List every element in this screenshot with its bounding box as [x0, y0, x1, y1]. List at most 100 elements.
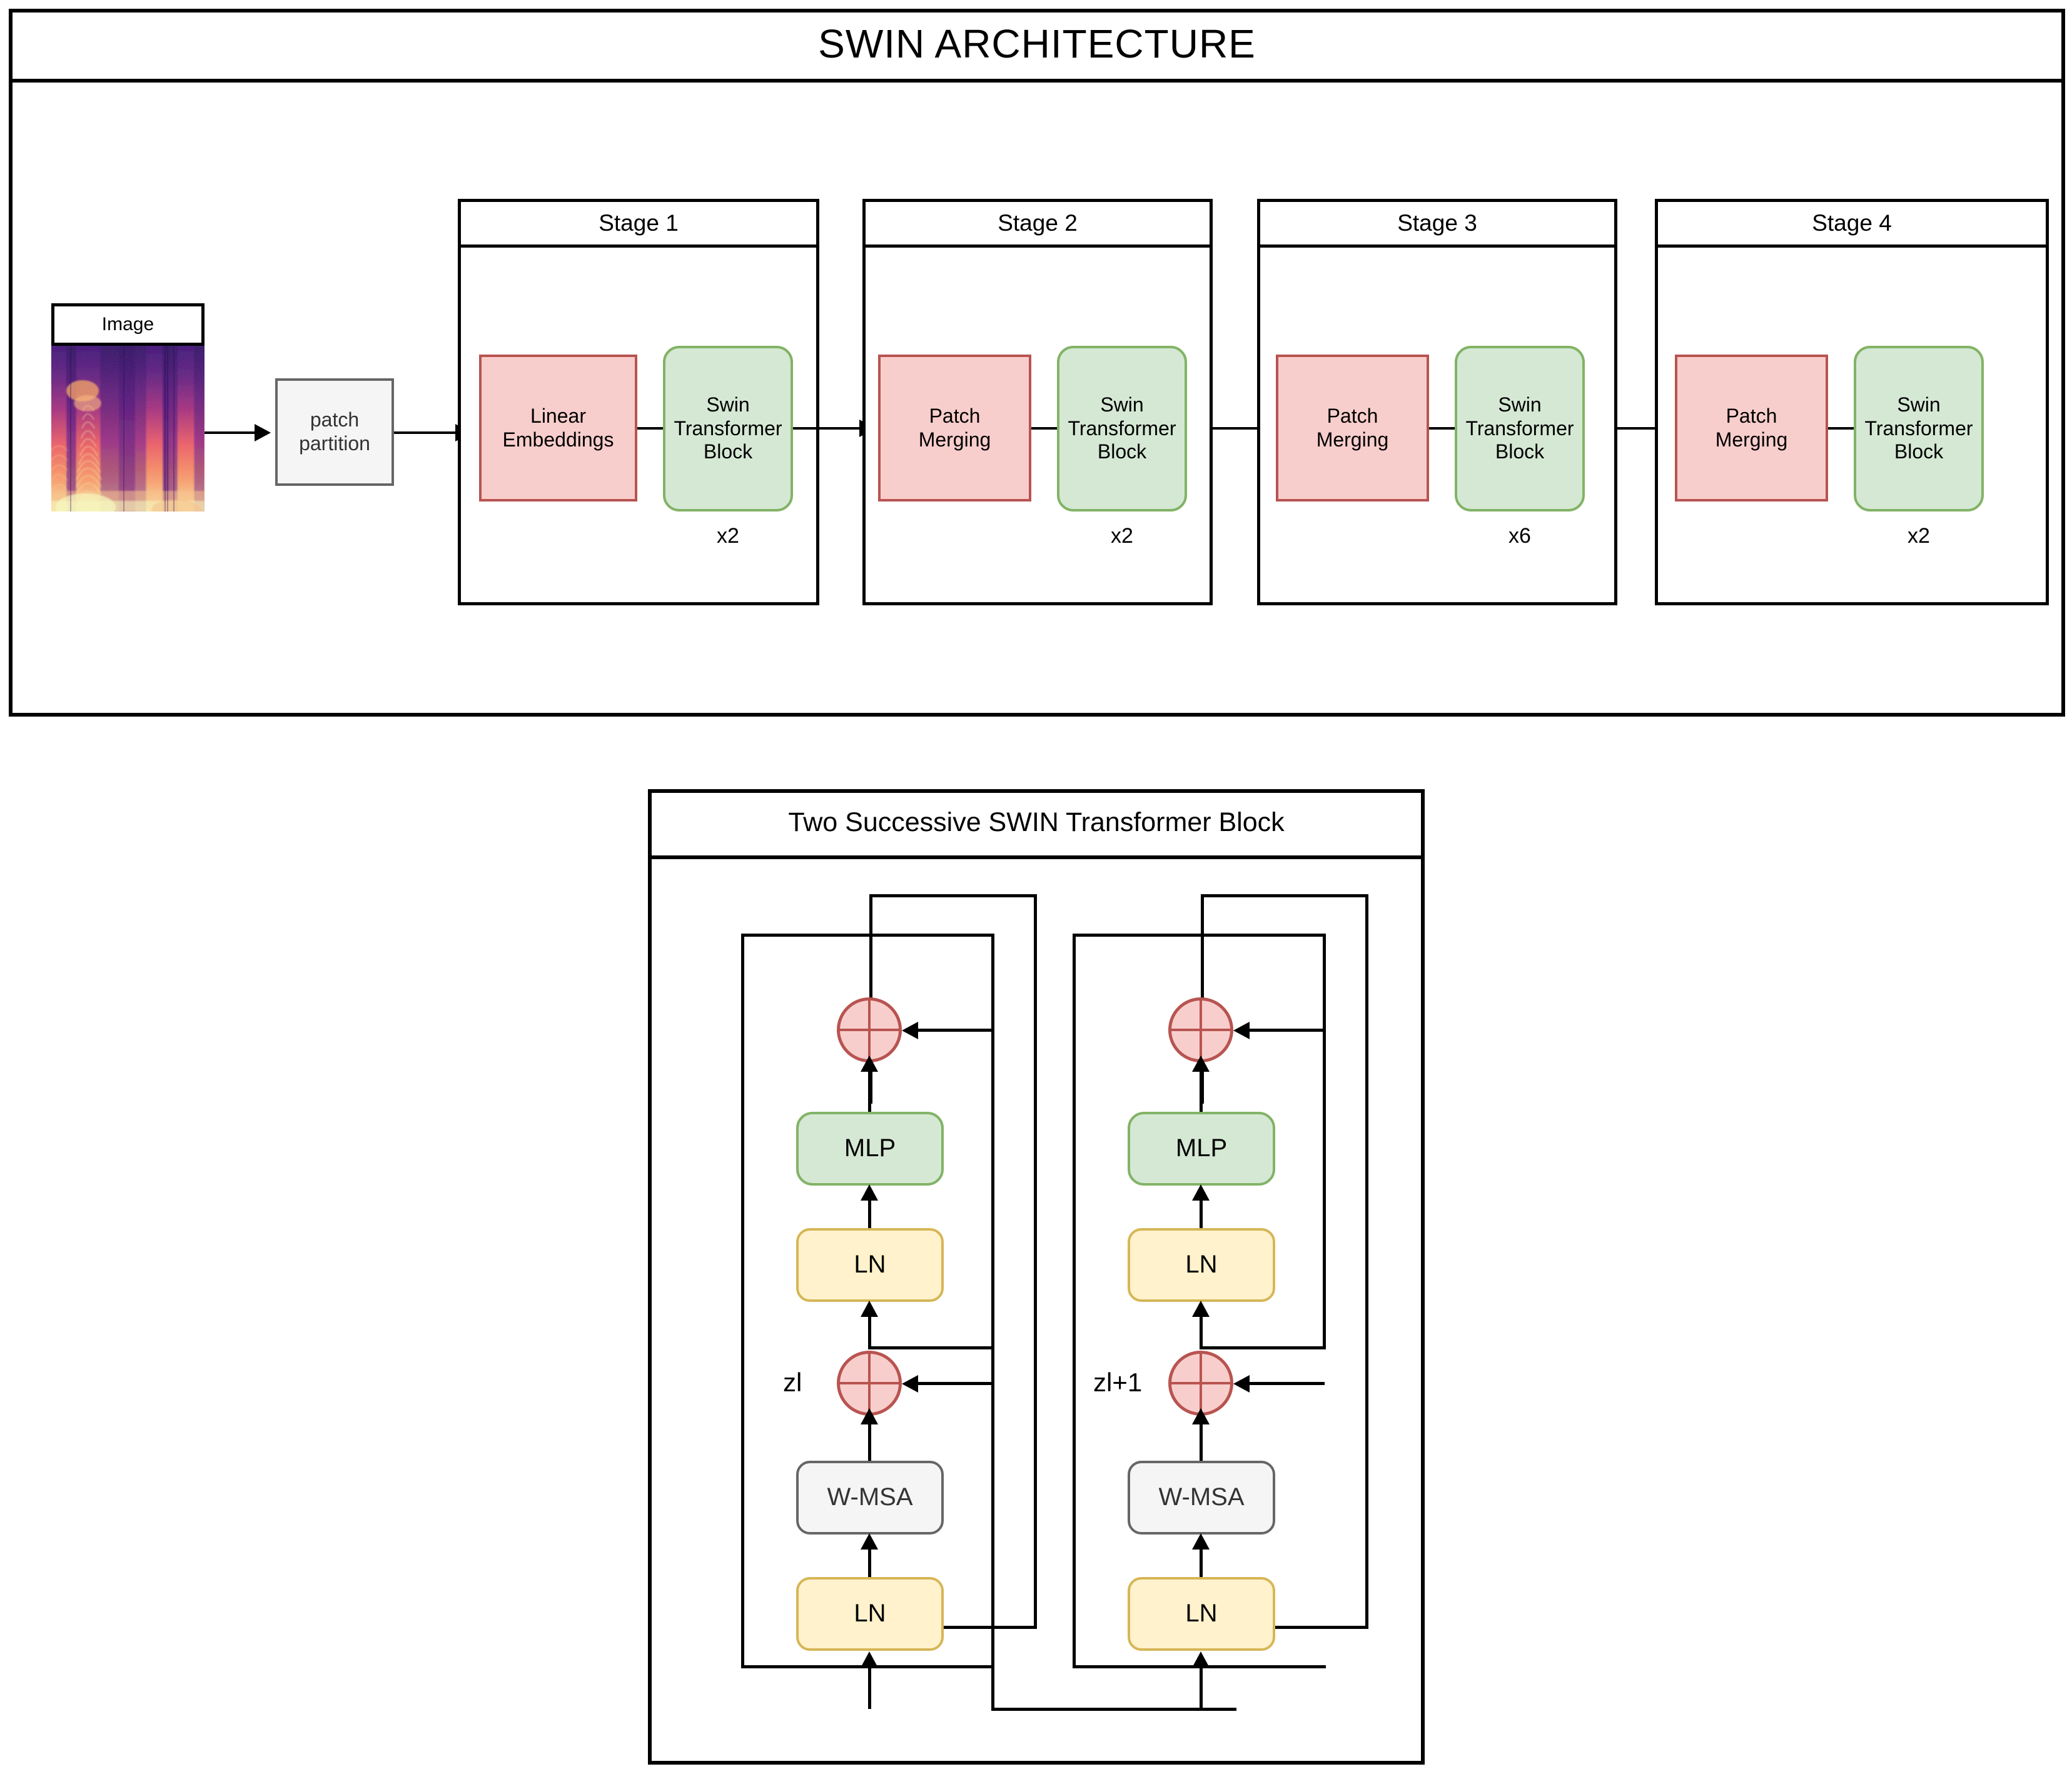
connector-image-to-patch [205, 431, 255, 434]
right-wmsa-label: W-MSA [1158, 1483, 1245, 1511]
stage1-repeat-label: x2 [717, 524, 739, 548]
stage-title-2: Stage 2 [866, 202, 1210, 248]
patch-partition-line1: patch [310, 408, 360, 431]
right-ln1-label: LN [1185, 1600, 1218, 1628]
stage1-swin-transformer-block[interactable]: Swin Transformer Block [663, 346, 793, 512]
connector-patch-to-stage1 [394, 431, 455, 434]
stage3-patch-merging-box[interactable]: Patch Merging [1276, 355, 1429, 501]
skip-wire-right-inner-bottom [1201, 1626, 1368, 1629]
patch-partition-line2: partition [299, 432, 370, 455]
skip-wire-left-outer-top [741, 934, 994, 937]
residual-add-icon-left-wmsa [837, 1351, 902, 1416]
skip-wire-left-mlp-in [917, 1029, 993, 1032]
stage4-patch-merging-box[interactable]: Patch Merging [1675, 355, 1828, 501]
connector-right-input-to-ln1 [1200, 1659, 1203, 1709]
skip-wire-left-outer-right [991, 934, 994, 1349]
connector-stage3-internal [1429, 427, 1468, 430]
connector-stage2-internal [1031, 427, 1070, 430]
connector-left-mlp-to-add [868, 1063, 871, 1113]
stage1-block2-line2: Transformer [674, 416, 782, 440]
stage2-block2-line1: Swin [1100, 393, 1144, 416]
connector-stage3-to-stage4 [1617, 427, 1680, 430]
stage2-repeat-label: x2 [1111, 524, 1133, 548]
stage2-patch-merging-box[interactable]: Patch Merging [878, 355, 1031, 501]
connector-left-ln1-to-wmsa [868, 1541, 871, 1585]
connector-left-ln2-to-mlp [868, 1192, 871, 1236]
skip-wire-left-outer-vertical [741, 934, 744, 1668]
stage4-block1-line1: Patch [1726, 404, 1777, 427]
left-block-mlp-box[interactable]: MLP [796, 1112, 944, 1186]
connector-stage1-internal [637, 427, 676, 430]
arrowhead-left-input-to-ln1 [861, 1651, 878, 1668]
residual-add-icon-right-mlp [1168, 997, 1233, 1062]
skip-wire-right-outer-top [1073, 934, 1326, 937]
right-mlp-label: MLP [1175, 1134, 1228, 1162]
connector-right-add1-to-ln2 [1200, 1308, 1203, 1349]
stage3-block2-line3: Block [1495, 440, 1545, 463]
arrowhead-left-add1-to-ln2 [861, 1301, 878, 1317]
top-panel-title-bar: SWIN ARCHITECTURE [9, 9, 2065, 83]
bottom-panel-title-bar: Two Successive SWIN Transformer Block [648, 789, 1425, 859]
left-wmsa-label: W-MSA [827, 1483, 913, 1511]
arrowhead-left-ln1-to-wmsa [861, 1533, 878, 1550]
residual-add-icon-left-mlp [837, 997, 902, 1062]
skip-wire-right-outer-bottom-jog [1201, 1346, 1326, 1349]
left-block-wmsa-box[interactable]: W-MSA [796, 1461, 944, 1535]
skip-wire-left-outer-bottom-jog [869, 1346, 994, 1349]
page-title: SWIN ARCHITECTURE [818, 21, 1256, 66]
stage-title-1: Stage 1 [461, 202, 816, 248]
stage1-block2-line3: Block [703, 440, 753, 463]
stage1-block1-line1: Linear [530, 404, 586, 427]
image-label: Image [51, 303, 205, 346]
skip-wire-left-wmsa-in [917, 1382, 993, 1385]
patch-partition-box[interactable]: patch partition [275, 378, 394, 486]
skip-wire-right-outer-right [1323, 934, 1326, 1349]
skip-wire-right-outer-vertical [1073, 934, 1076, 1668]
stage2-block2-line3: Block [1097, 440, 1147, 463]
arrowhead-left-wmsa-skip-in [902, 1375, 918, 1393]
stage-title-3: Stage 3 [1260, 202, 1614, 248]
stage1-block2-line1: Swin [706, 393, 750, 416]
stage4-repeat-label: x2 [1908, 524, 1930, 548]
connector-right-wmsa-to-add [1200, 1416, 1203, 1462]
arrowhead-left-mlp-skip-in [902, 1022, 918, 1039]
right-block-ln2-box[interactable]: LN [1128, 1228, 1275, 1302]
skip-wire-right-inner-top [1201, 894, 1368, 897]
connector-stage4-internal [1828, 427, 1867, 430]
connector-left-add1-to-ln2 [868, 1308, 871, 1349]
connector-right-ln2-to-mlp [1200, 1192, 1203, 1236]
stage3-swin-transformer-block[interactable]: Swin Transformer Block [1455, 346, 1585, 512]
stage3-block2-line2: Transformer [1465, 416, 1574, 440]
skip-wire-left-inner-right [1034, 894, 1037, 1629]
stage4-block2-line3: Block [1894, 440, 1944, 463]
connector-right-ln1-to-wmsa [1200, 1541, 1203, 1585]
left-ln2-label: LN [854, 1251, 886, 1279]
stage4-block2-line1: Swin [1897, 393, 1941, 416]
left-block-output-label: zl [783, 1368, 802, 1397]
arrowhead-right-wmsa-to-add [1192, 1408, 1210, 1424]
spectrogram-image-icon [51, 346, 205, 512]
connector-left-wmsa-to-add [868, 1416, 871, 1462]
stage1-linear-embeddings-box[interactable]: Linear Embeddings [479, 355, 637, 501]
stage4-block1-line2: Merging [1715, 428, 1788, 451]
stage2-swin-transformer-block[interactable]: Swin Transformer Block [1057, 346, 1187, 512]
arrowhead-image-to-patch [255, 424, 271, 441]
skip-wire-right-wmsa-in [1248, 1382, 1325, 1385]
residual-add-icon-right-wmsa [1168, 1351, 1233, 1416]
right-block-wmsa-box[interactable]: W-MSA [1128, 1461, 1275, 1535]
left-block-ln1-box[interactable]: LN [796, 1577, 944, 1651]
stage-title-4: Stage 4 [1658, 202, 2046, 248]
right-block-mlp-box[interactable]: MLP [1128, 1112, 1275, 1186]
left-ln1-label: LN [854, 1600, 886, 1628]
connector-right-mlp-to-add [1200, 1063, 1203, 1113]
left-mlp-label: MLP [844, 1134, 896, 1162]
skip-wire-bridge-left-vertical [991, 1349, 994, 1711]
stage3-block2-line1: Swin [1498, 393, 1542, 416]
stage4-swin-transformer-block[interactable]: Swin Transformer Block [1854, 346, 1984, 512]
stage2-block1-line2: Merging [918, 428, 991, 451]
connector-stage1-to-stage2 [793, 427, 859, 430]
left-block-ln2-box[interactable]: LN [796, 1228, 944, 1302]
arrowhead-right-wmsa-skip-in [1233, 1375, 1250, 1393]
arrowhead-right-ln1-to-wmsa [1192, 1533, 1210, 1550]
right-block-ln1-box[interactable]: LN [1128, 1577, 1275, 1651]
